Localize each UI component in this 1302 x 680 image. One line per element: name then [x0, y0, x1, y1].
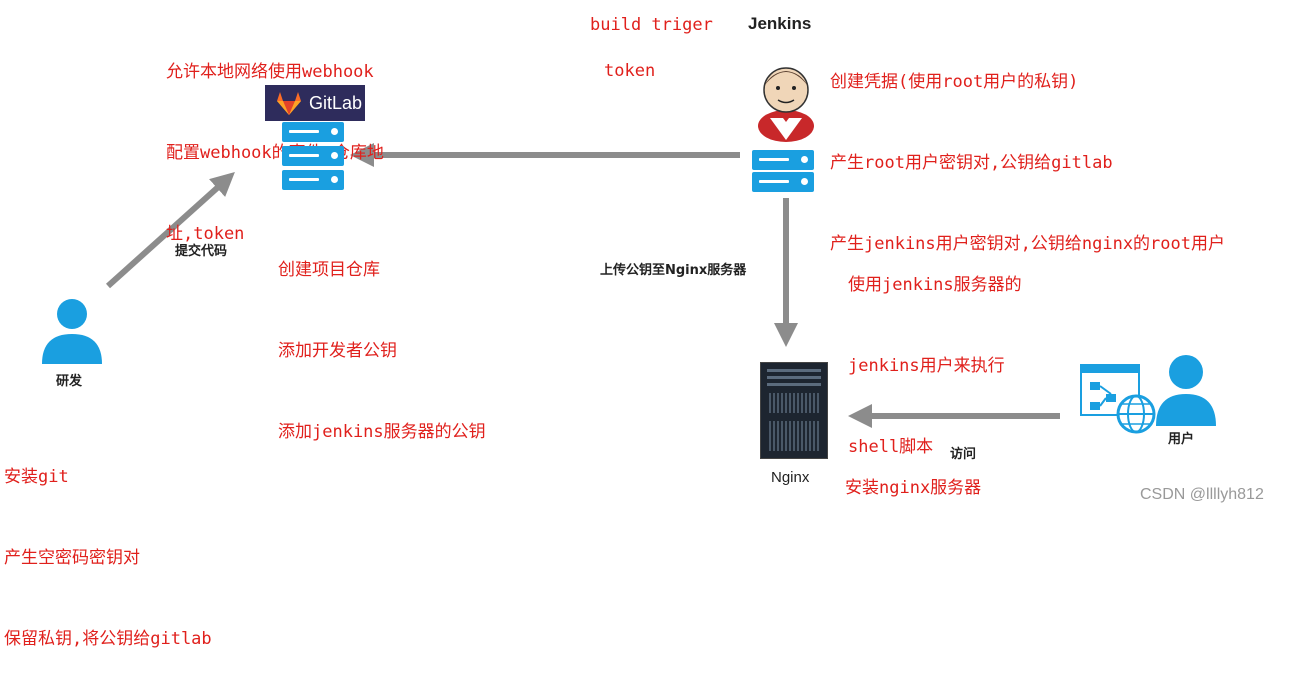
connector-arrows [105, 143, 1060, 428]
gitlab-step-line: 创建项目仓库 [278, 260, 380, 280]
push-code-label: 提交代码 [175, 244, 228, 259]
jenkins-title: Jenkins [748, 14, 812, 33]
developer-note-line: 保留私钥,将公钥给gitlab [4, 629, 212, 649]
jenkins-butler-icon [758, 67, 814, 142]
nginx-note: 安装nginx服务器 [845, 478, 982, 498]
jenkins-exec-line: jenkins用户来执行 [848, 356, 1005, 376]
user-person-icon [1156, 355, 1216, 426]
upload-key-label: 上传公钥至Nginx服务器 [600, 263, 747, 278]
nginx-label: Nginx [771, 469, 810, 486]
jenkins-note-line: 产生jenkins用户密钥对,公钥给nginx的root用户 [830, 234, 1225, 254]
jenkins-exec-notes: 使用jenkins服务器的 jenkins用户来执行 shell脚本 [848, 218, 1022, 488]
arrow-developer-to-gitlab [105, 171, 235, 289]
user-label: 用户 [1168, 432, 1195, 447]
jenkins-note-line: 产生root用户密钥对,公钥给gitlab [830, 153, 1113, 173]
gitlab-fox-icon [277, 92, 301, 115]
gitlab-step-line: 添加开发者公钥 [278, 341, 397, 361]
nginx-server-icon [760, 362, 828, 459]
developer-person-icon [42, 299, 102, 364]
gitlab-steps: 创建项目仓库 添加开发者公钥 添加jenkins服务器的公钥 [278, 203, 486, 473]
gitlab-logo: GitLab [265, 85, 365, 121]
watermark: CSDN @llllyh812 [1140, 486, 1264, 503]
build-trigger-label: build triger [590, 15, 713, 35]
gitlab-server-icon [282, 122, 344, 190]
gitlab-step-line: 添加jenkins服务器的公钥 [278, 422, 486, 442]
gitlab-logo-text: GitLab [309, 92, 363, 113]
token-label: token [604, 61, 656, 81]
jenkins-exec-line: shell脚本 [848, 437, 934, 457]
developer-notes: 安装git 产生空密码密钥对 保留私钥,将公钥给gitlab [4, 410, 212, 680]
gitlab-note-line: 配置webhook的事件,仓库地 [166, 143, 384, 163]
developer-note-line: 安装git [4, 467, 69, 487]
jenkins-note-line: 创建凭据(使用root用户的私钥) [830, 72, 1079, 92]
gitlab-note-line: 允许本地网络使用webhook [166, 62, 374, 82]
developer-label: 研发 [56, 374, 83, 389]
jenkins-exec-line: 使用jenkins服务器的 [848, 275, 1022, 295]
developer-note-line: 产生空密码密钥对 [4, 548, 140, 568]
jenkins-server-icon [752, 150, 814, 192]
gitlab-note-line: 址,token [166, 224, 245, 244]
web-network-icon [1080, 364, 1156, 434]
jenkins-notes: 创建凭据(使用root用户的私钥) 产生root用户密钥对,公钥给gitlab … [830, 15, 1225, 285]
access-label: 访问 [950, 447, 977, 462]
